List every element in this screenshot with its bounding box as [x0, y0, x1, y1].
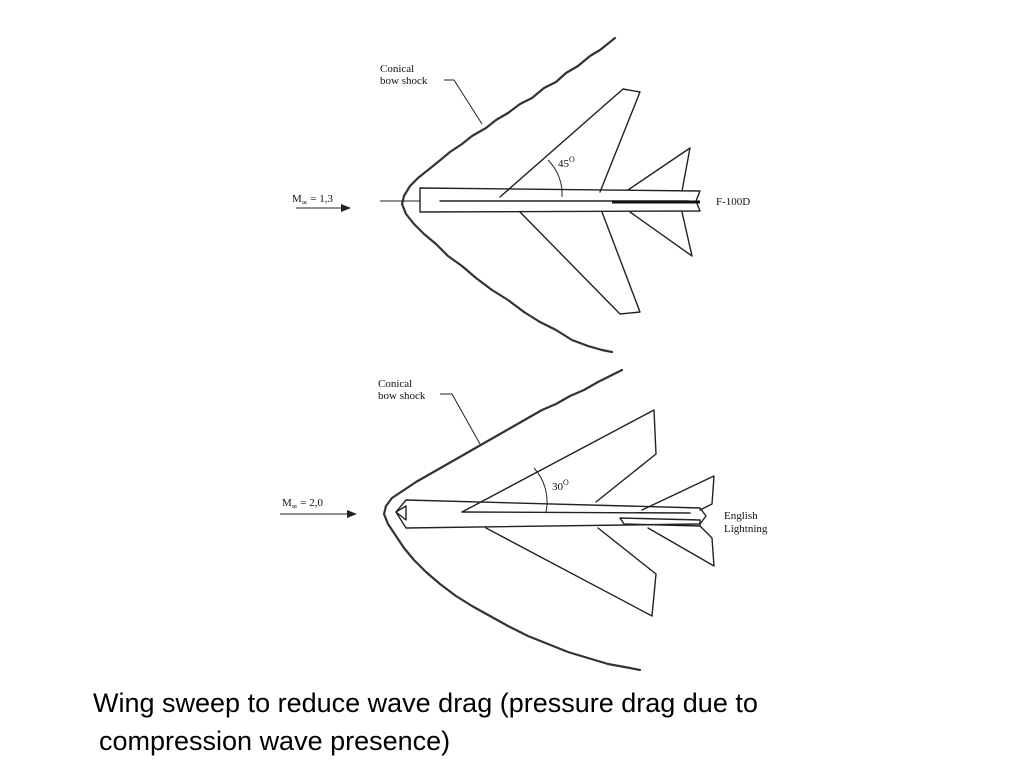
- bottom-left-wing: [461, 409, 657, 513]
- top-sweep-arc: [547, 159, 563, 198]
- top-shock-label-line1: Conical: [380, 63, 414, 75]
- bottom-mach-label: M∞ = 2,0: [282, 497, 323, 511]
- bottom-shock-label-line1: Conical: [378, 378, 412, 390]
- caption-line-2: compression wave presence): [99, 726, 451, 756]
- top-right-wing: [519, 211, 641, 315]
- bottom-bow-shock: [382, 368, 642, 672]
- bottom-aircraft-name-line1: English: [724, 510, 758, 522]
- bottom-shock-label-line2: bow shock: [378, 390, 426, 402]
- caption-line-1: Wing sweep to reduce wave drag (pressure…: [93, 688, 758, 718]
- caption: Wing sweep to reduce wave drag (pressure…: [93, 684, 993, 760]
- bottom-aircraft-name-line2: Lightning: [724, 523, 768, 535]
- bottom-fuselage: [395, 499, 707, 529]
- bottom-sweep-angle: 30O: [552, 478, 569, 493]
- top-aircraft-name: F-100D: [716, 196, 750, 208]
- top-sweep-angle: 45O: [558, 155, 575, 170]
- bottom-diagram: Conical bow shock M∞ = 2,0 30O English L…: [280, 368, 768, 672]
- bottom-right-wing: [485, 527, 657, 617]
- top-left-stabilizer: [627, 147, 691, 192]
- bottom-nose-cone: [395, 505, 407, 521]
- top-shock-label-line2: bow shock: [380, 75, 428, 87]
- bottom-sweep-arc: [533, 467, 548, 513]
- bottom-right-stabilizer: [647, 525, 715, 567]
- bottom-shock-leader: [440, 393, 481, 445]
- top-diagram: Conical bow shock M∞ = 1,3 45O F-100D: [292, 36, 750, 354]
- top-mach-label: M∞ = 1,3: [292, 193, 333, 207]
- top-bow-shock: [400, 36, 617, 354]
- bottom-left-stabilizer: [641, 475, 715, 511]
- wing-sweep-diagram: Conical bow shock M∞ = 1,3 45O F-100D: [280, 36, 768, 672]
- top-right-stabilizer: [629, 211, 693, 257]
- top-fuselage: [419, 187, 701, 213]
- top-shock-leader: [444, 79, 483, 125]
- top-left-wing: [499, 88, 641, 198]
